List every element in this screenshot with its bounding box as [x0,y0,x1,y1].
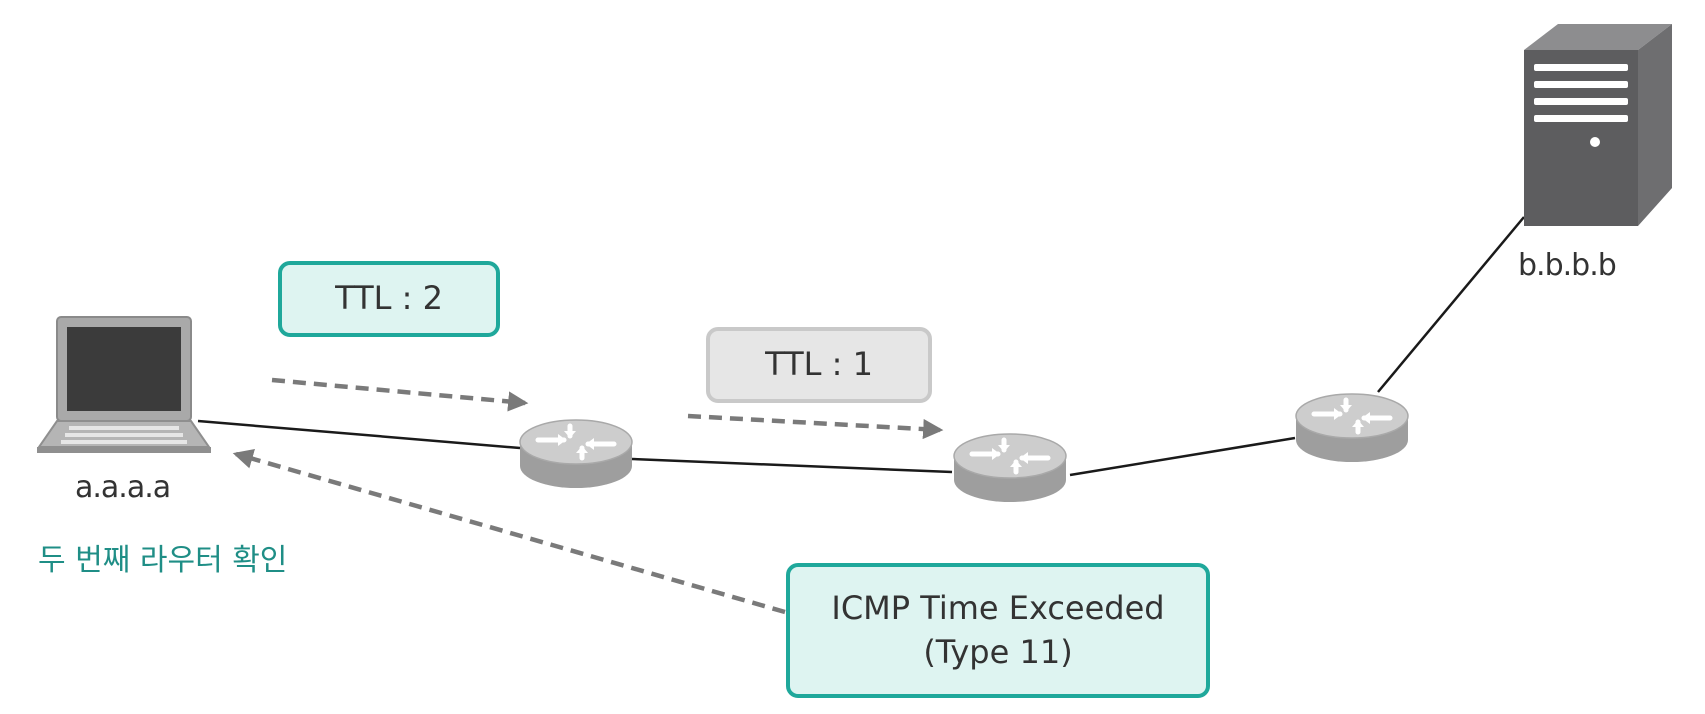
destination-host-label: b.b.b.b [1518,248,1617,283]
ttl2-label: TTL : 2 [335,279,443,318]
server-icon [1520,20,1675,230]
link-laptop-router1 [197,419,521,450]
link-router2-router3 [1069,436,1296,477]
arrow-icmp-reply [232,448,786,615]
link-router3-server [1377,216,1525,393]
arrow-ttl2 [271,377,529,412]
link-router1-router2 [631,457,953,474]
ttl2-packet-box: TTL : 2 [278,261,500,337]
router-icon [518,418,634,492]
router-icon [1294,392,1410,466]
icmp-reply-box: ICMP Time Exceeded (Type 11) [786,563,1210,698]
ttl1-label: TTL : 1 [765,345,873,384]
ttl1-packet-box: TTL : 1 [706,327,932,403]
step-caption: 두 번째 라우터 확인 [38,543,288,578]
arrow-ttl1 [687,413,944,440]
laptop-icon [35,315,215,455]
source-host-label: a.a.a.a [75,470,171,505]
icmp-reply-line2: (Type 11) [923,632,1073,671]
router-icon [952,432,1068,506]
icmp-reply-line1: ICMP Time Exceeded [831,589,1165,628]
